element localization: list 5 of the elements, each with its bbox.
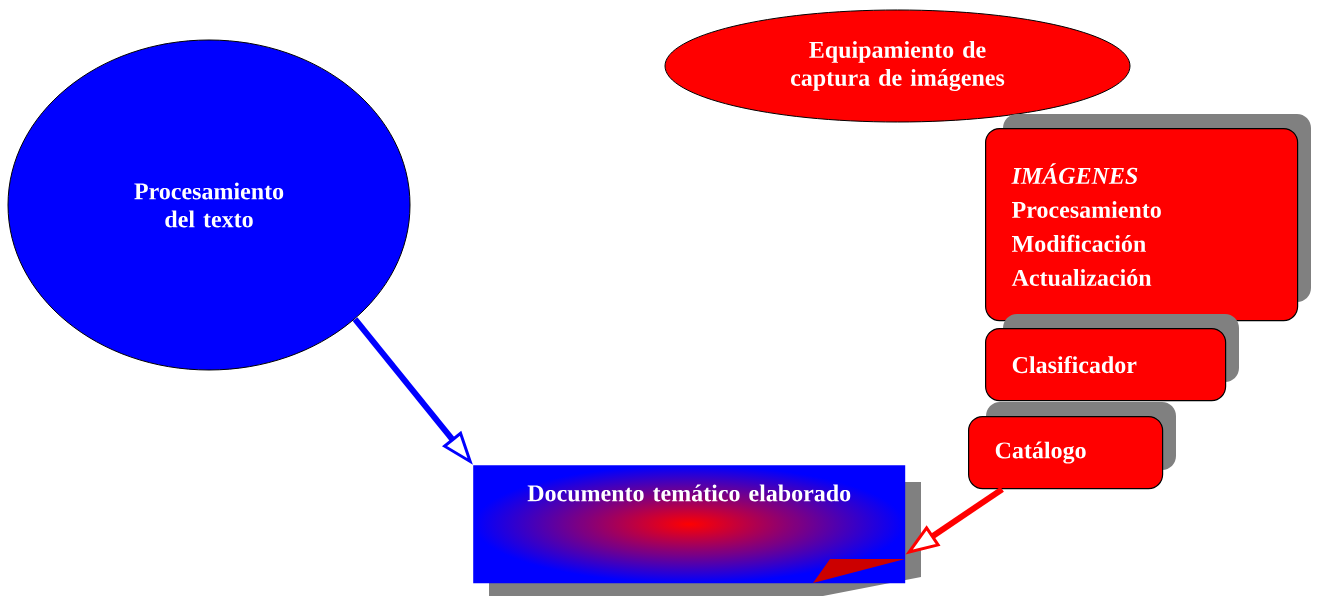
rounded-box: IMÁGENES Procesamiento Modificación Actualización xyxy=(985,114,1311,322)
rounded-box: Clasificador xyxy=(985,314,1239,402)
circle-node: Procesamiento del texto xyxy=(7,39,411,371)
ellipse-node: Equipamiento de captura de imágenes xyxy=(664,9,1131,123)
rounded-box: Catálogo xyxy=(968,402,1176,490)
